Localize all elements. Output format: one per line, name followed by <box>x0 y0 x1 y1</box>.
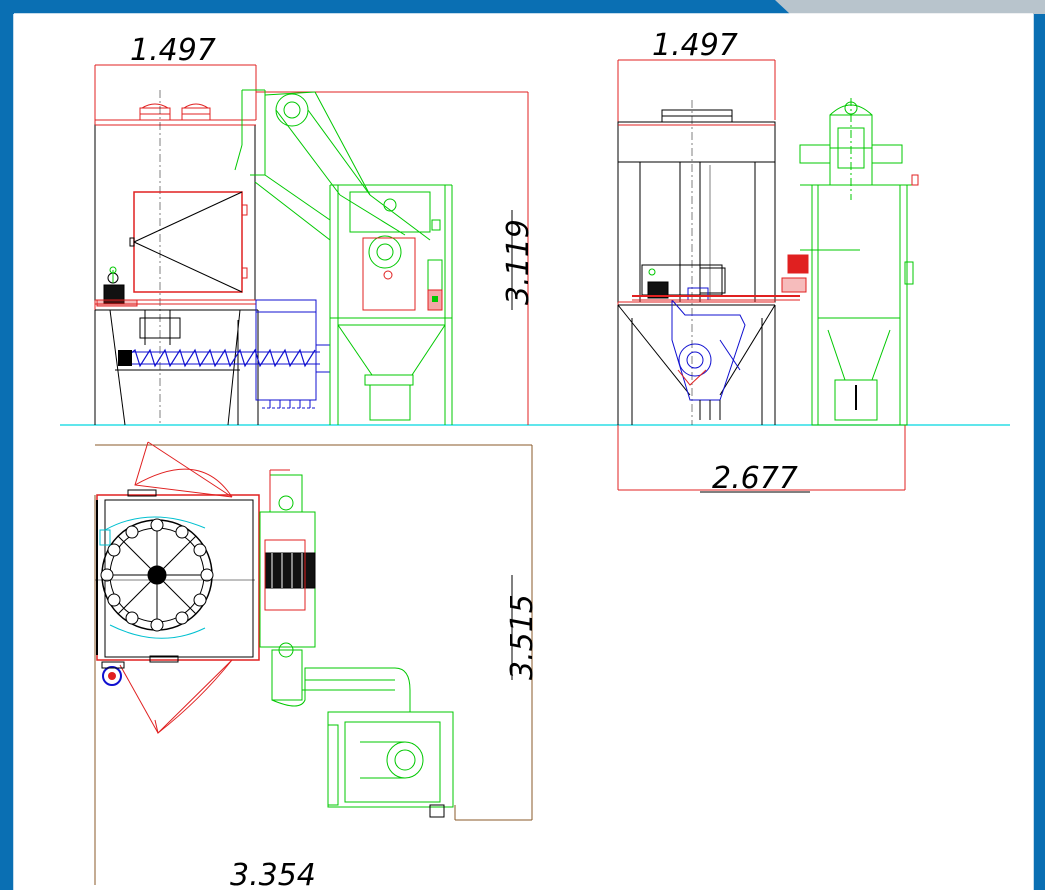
plan-view <box>94 441 533 885</box>
plan-width-label: 3.354 <box>230 858 316 890</box>
side-total-width-label: 2.677 <box>712 461 798 496</box>
side-width-label: 1.497 <box>652 28 738 63</box>
plan-depth-label: 3.515 <box>505 594 540 680</box>
bucket-elevator <box>234 89 453 425</box>
front-width-dimension <box>94 64 257 425</box>
front-elevation <box>94 64 529 426</box>
screw-conveyor <box>118 299 331 409</box>
side-elevation <box>617 59 919 491</box>
front-width-label: 1.497 <box>130 33 216 68</box>
front-height-dimension <box>256 91 529 425</box>
cabinet-door <box>133 191 243 293</box>
turntable <box>100 518 214 632</box>
cabinet-body <box>94 124 256 301</box>
front-height-label: 3.119 <box>501 219 536 305</box>
